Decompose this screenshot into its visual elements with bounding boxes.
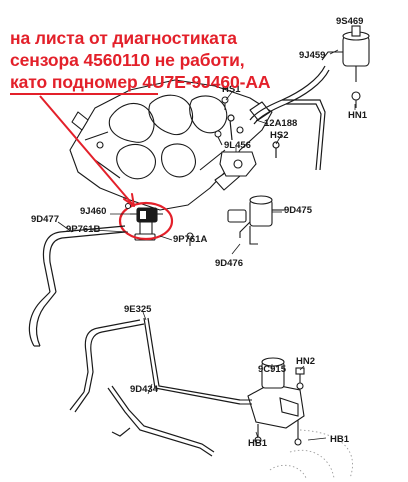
highlight-circle	[118, 201, 174, 241]
hose-12a188	[227, 65, 330, 171]
label-9l456: 9L456	[224, 140, 251, 151]
fasteners	[125, 96, 229, 246]
label-hb1-right: HB1	[330, 434, 350, 445]
sensor-9j460	[130, 207, 163, 241]
pipe-9d434	[107, 385, 215, 457]
valve-9d475	[227, 195, 286, 245]
label-hs1: HS1	[222, 84, 241, 95]
label-hs2: HS2	[270, 130, 288, 141]
label-hn1: HN1	[348, 110, 368, 121]
leader-lines	[57, 28, 356, 441]
dotted-outline	[269, 429, 353, 479]
label-12a188: 12A188	[264, 118, 297, 129]
label-9d475: 9D475	[284, 205, 313, 216]
label-9c915: 9C915	[258, 364, 287, 375]
annotation-line-2: сензора 4560110 не работи,	[10, 50, 245, 70]
label-hn2: HN2	[296, 356, 315, 367]
pipe-9d477	[28, 225, 126, 347]
annotation-line-3: като подномер 4U7E-9J460-AA	[10, 72, 271, 92]
label-9p761a: 9P761A	[173, 234, 207, 245]
canister-9s469	[321, 25, 370, 108]
label-9s469: 9S469	[336, 16, 363, 27]
part-labels: 9S469 9J459 HS1 12A188 HS2 HN1 9L456 9D4…	[31, 16, 368, 449]
label-9j460: 9J460	[80, 206, 106, 217]
label-9d434: 9D434	[130, 384, 159, 395]
label-hb1-left: HB1	[248, 438, 268, 449]
annotation-arrow	[10, 93, 158, 207]
label-9d476: 9D476	[215, 258, 243, 269]
pump-9c915	[240, 357, 305, 446]
label-9e325: 9E325	[124, 304, 152, 315]
bracket-9l456	[219, 151, 257, 177]
label-9j459: 9J459	[299, 50, 325, 61]
annotation-line-1: на листа от диагностиката	[10, 28, 237, 48]
label-9p761b: 9P761B	[66, 224, 100, 235]
pipe-9e325	[69, 317, 241, 413]
label-9d477: 9D477	[31, 214, 59, 225]
